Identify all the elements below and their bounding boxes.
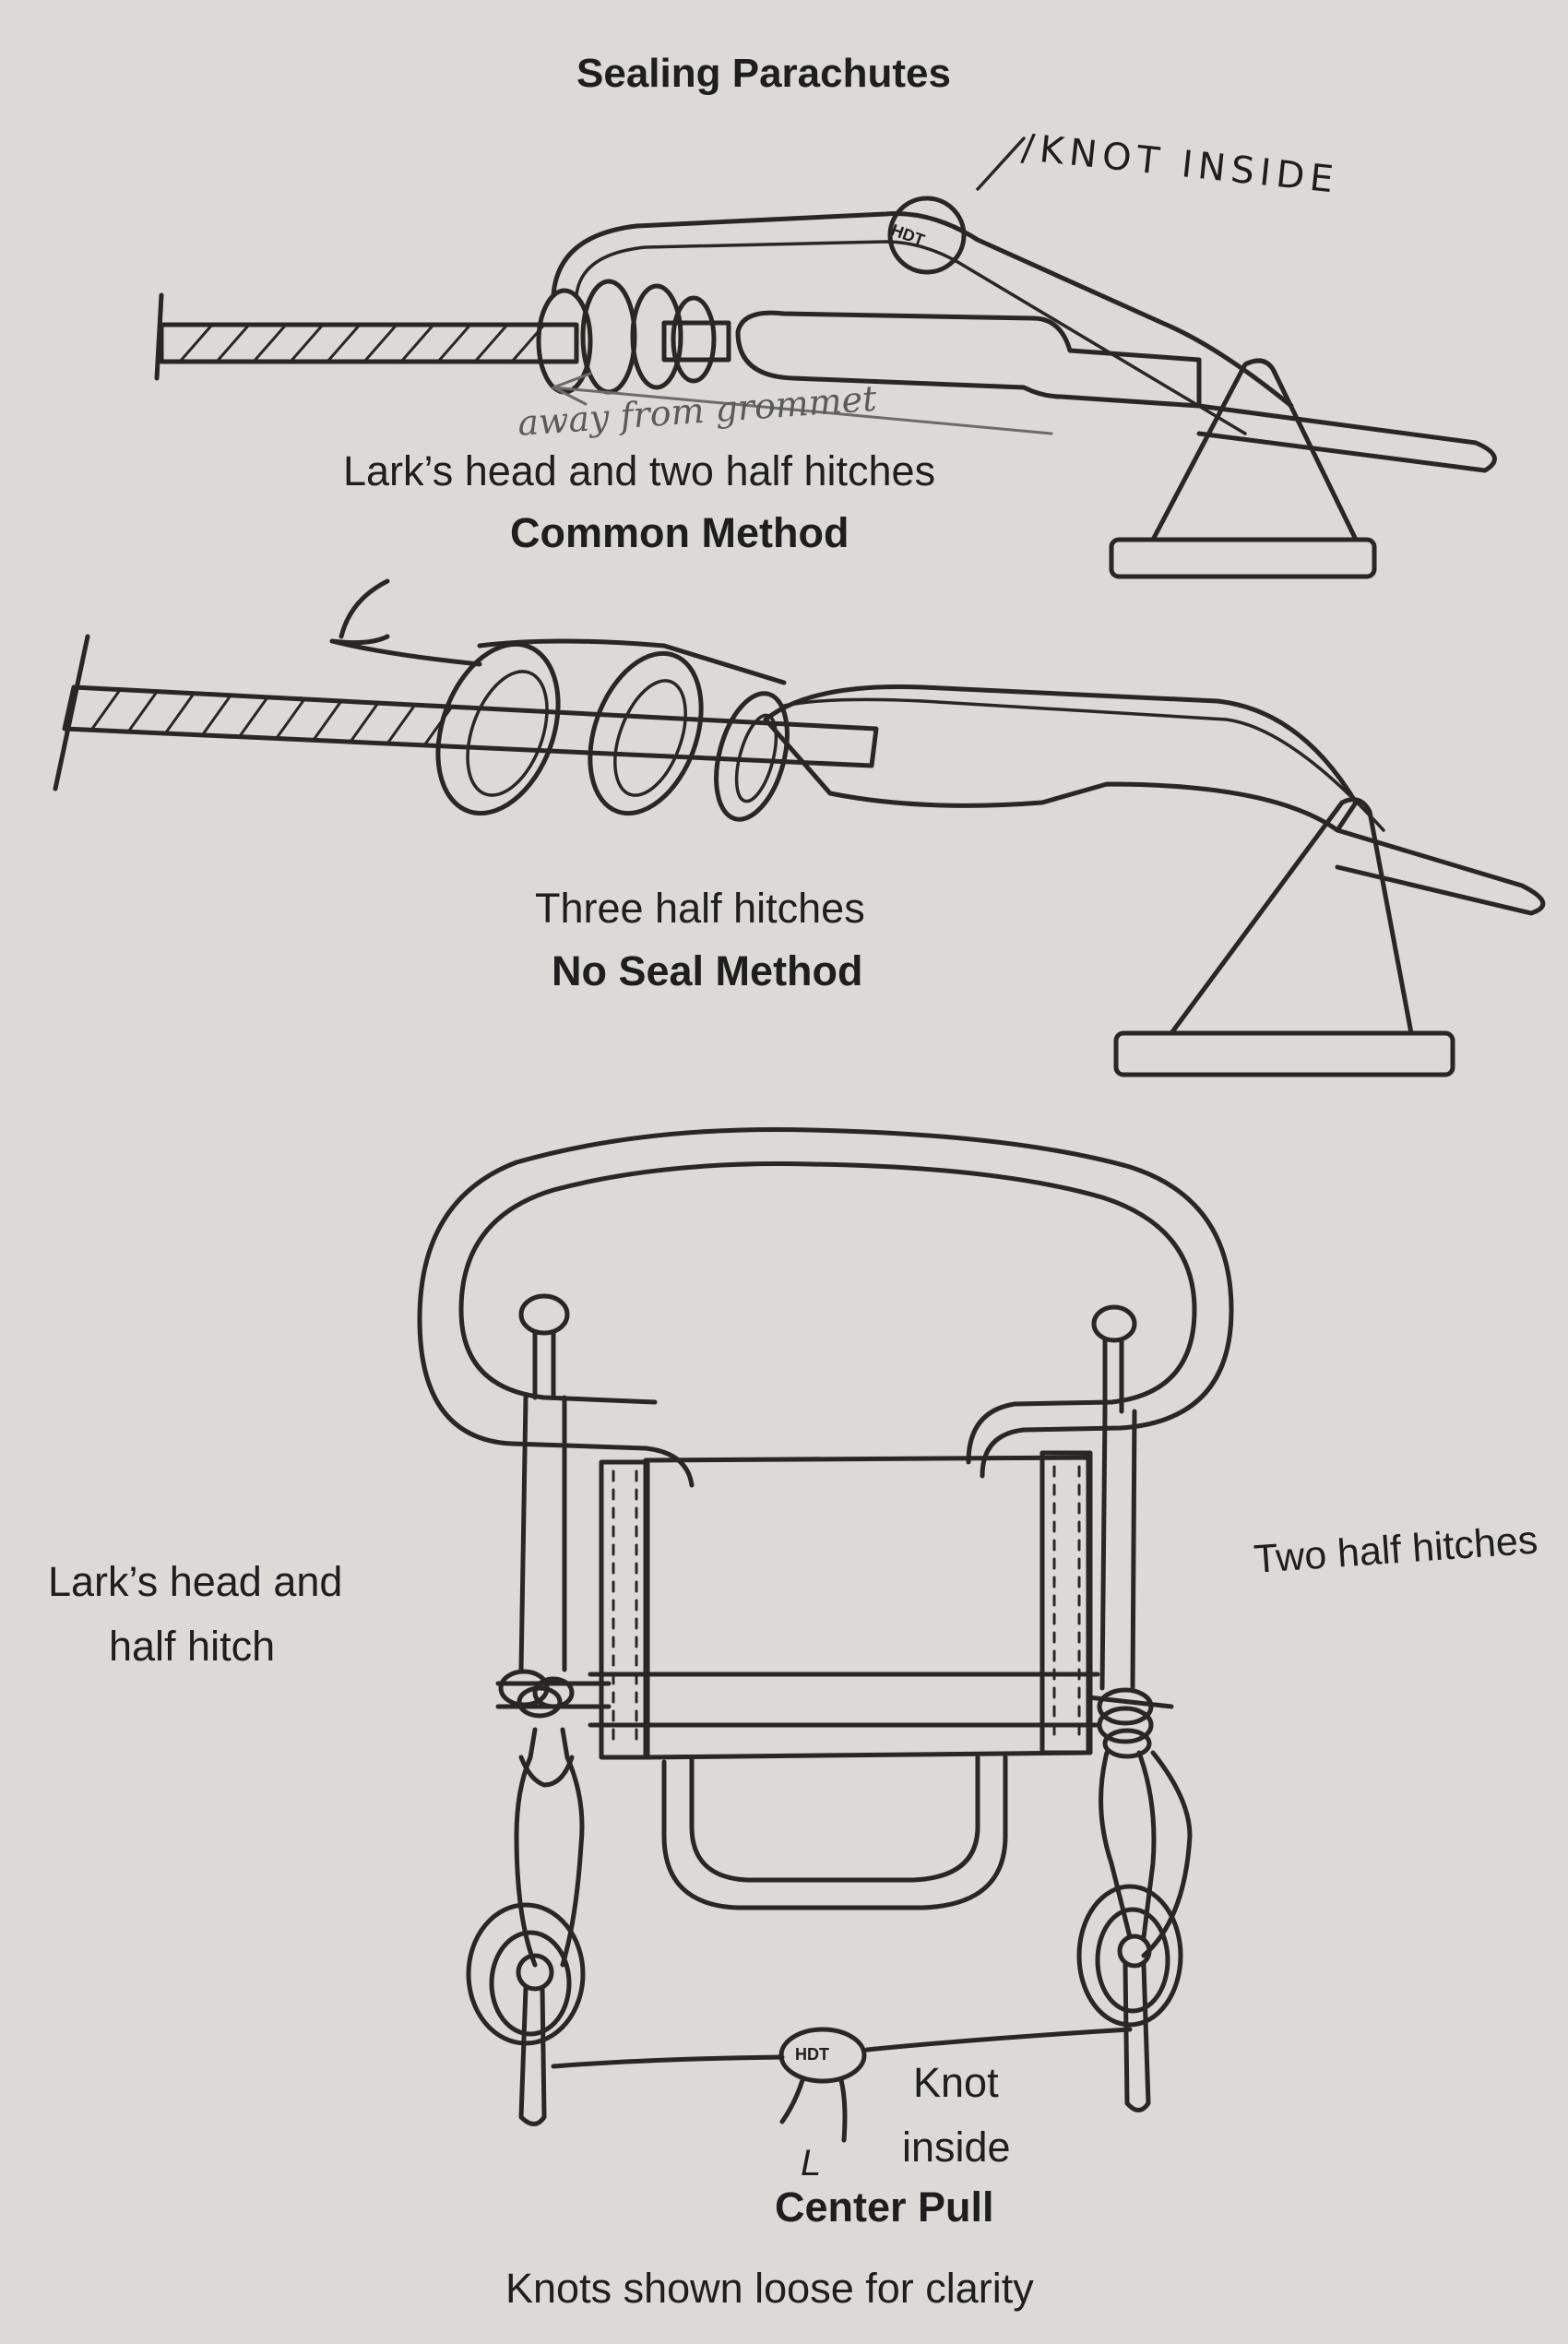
common-method-figure (154, 137, 1497, 579)
common-method-label: Common Method (510, 509, 849, 556)
pack-panel (588, 1450, 1100, 1760)
middle-cord-strand (782, 697, 1385, 832)
top-hitch-coils (536, 279, 731, 395)
center-pull-figure (417, 1126, 1234, 2143)
middle-hatched-bar (53, 634, 879, 791)
bottom-hdt-seal (778, 2027, 867, 2143)
no-seal-method-caption: Three half hitches (535, 885, 865, 932)
right-side-cords (1099, 1409, 1193, 1958)
middle-cord-housing (763, 684, 1359, 833)
pack-opening (661, 1755, 1008, 1910)
top-loop-cord (551, 211, 1294, 409)
middle-loose-end (329, 578, 482, 667)
left-larks-head-knot (495, 1669, 612, 1719)
top-hdt-seal (887, 196, 967, 275)
left-knot-label-line2: half hitch (109, 1623, 276, 1670)
no-seal-method-figure (53, 578, 1546, 1077)
handwritten-l-mark: L (801, 2143, 822, 2183)
center-pull-label: Center Pull (775, 2183, 994, 2231)
center-pull-cord (551, 2027, 1133, 2069)
knot-inside-label-line2: inside (902, 2124, 1011, 2171)
inner-loop (458, 1161, 1197, 1465)
top-loop-cord-inner (575, 240, 1247, 435)
middle-grommet-cone (1113, 797, 1455, 1077)
knot-inside-pointer (976, 137, 1026, 191)
left-knot-label-line1: Lark’s head and (48, 1558, 343, 1605)
top-grommet-cone (1109, 358, 1377, 579)
bottom-hdt-tag: HDT (795, 2045, 829, 2064)
diagram-title: Sealing Parachutes (576, 51, 951, 96)
no-seal-method-label: No Seal Method (552, 947, 863, 994)
middle-hitch-loops (435, 638, 790, 822)
right-bottom-grommet (1076, 1884, 1183, 2112)
diagram-footer: Knots shown loose for clarity (505, 2265, 1034, 2312)
pencil-arrow (552, 372, 1053, 435)
outer-loop (417, 1126, 1234, 1479)
top-hatched-bar (154, 292, 579, 381)
left-top-pin (518, 1293, 570, 1400)
right-two-half-hitches (1086, 1687, 1174, 1759)
common-method-caption: Lark’s head and two half hitches (343, 447, 936, 494)
left-bottom-grommet (466, 1902, 586, 2126)
knot-inside-label-line1: Knot (913, 2059, 999, 2106)
middle-ripcord-pin (1335, 827, 1546, 916)
right-top-pin (1091, 1304, 1137, 1414)
top-ripcord-pin (1196, 403, 1497, 473)
